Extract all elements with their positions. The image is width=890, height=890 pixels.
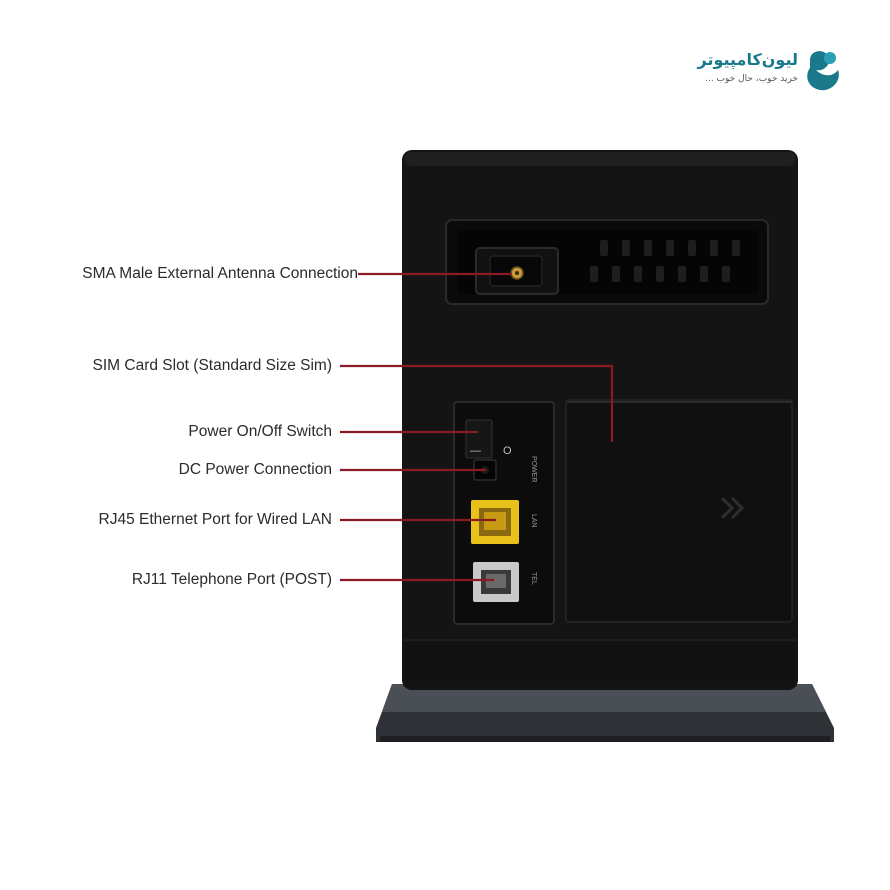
leader-lines <box>340 272 614 582</box>
switch-on-mark: — <box>470 445 481 457</box>
leader-line-sim <box>340 364 614 442</box>
sim-cover <box>565 399 793 623</box>
callout-power-switch: Power On/Off Switch <box>188 423 332 440</box>
port-panel: — O POWER LAN TEL <box>453 401 555 625</box>
vent-grille <box>445 219 769 305</box>
switch-off-mark: O <box>503 445 512 457</box>
callout-sma: SMA Male External Antenna Connection <box>82 265 358 282</box>
router-stand <box>376 684 834 742</box>
brand-mark-icon <box>807 51 839 91</box>
callout-rj45: RJ45 Ethernet Port for Wired LAN <box>98 511 332 528</box>
power-switch <box>465 419 493 459</box>
tel-port-label: TEL <box>530 572 537 585</box>
callout-sim: SIM Card Slot (Standard Size Sim) <box>92 357 332 374</box>
callout-dc-power: DC Power Connection <box>178 461 332 478</box>
brand-name: لیون‌کامپیوتر <box>697 50 799 69</box>
callout-rj11: RJ11 Telephone Port (POST) <box>131 571 332 588</box>
lan-port-label: LAN <box>530 514 537 528</box>
power-port-label: POWER <box>530 456 537 482</box>
brand-tagline: خرید خوب، حال خوب ... <box>705 74 798 84</box>
brand-logo: لیون‌کامپیوتر خرید خوب، حال خوب ... <box>697 44 850 104</box>
